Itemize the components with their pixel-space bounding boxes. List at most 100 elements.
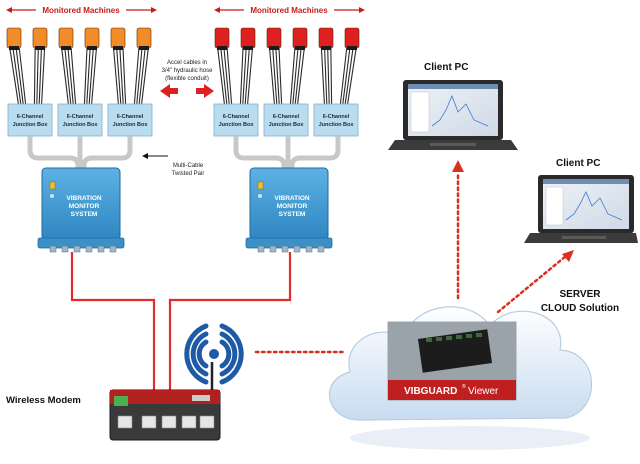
sensor-wire	[112, 43, 119, 105]
sensor-wire	[292, 43, 299, 105]
sensor-wire	[18, 43, 27, 105]
sensor-wire	[91, 43, 98, 105]
vms-right-line-3: SYSTEM	[279, 211, 306, 218]
sensor-wire	[138, 43, 147, 105]
sensor-wire	[278, 43, 283, 105]
sensor-right-6	[344, 27, 360, 49]
sensor-wire	[327, 43, 330, 105]
sensor-wire	[70, 43, 77, 105]
sensor-cap	[61, 46, 71, 50]
accel-note: Accel cables in 3/4" hydraulic hose (fle…	[160, 60, 214, 98]
wired-link	[70, 252, 292, 392]
sensor-wire	[11, 43, 22, 105]
sensor-wire	[119, 43, 124, 105]
sensor-cap	[87, 46, 97, 50]
junction-box-left-1	[7, 103, 53, 137]
sensor-wire	[244, 43, 251, 105]
junction-box-left-2	[57, 103, 103, 137]
sensor-group	[6, 27, 360, 105]
sensor-wire	[223, 43, 230, 105]
junction-label-line-2: Junction Box	[13, 122, 49, 128]
sensor-cap	[35, 46, 45, 50]
sensor-wire	[347, 43, 358, 105]
client-pc-2: Client PC	[524, 158, 638, 243]
sensor-wire	[67, 43, 74, 105]
sensor-wire	[216, 43, 225, 105]
sensor-wire	[83, 43, 88, 105]
sensor-wire	[15, 43, 24, 105]
junction-box-right-1	[213, 103, 259, 137]
vibguard-brand: VIBGUARD	[404, 386, 457, 397]
junction-label-line-1: 6-Channel	[17, 114, 44, 120]
junction-label-line-2: Junction Box	[113, 122, 149, 128]
vms-right-line-1: VIBRATION	[274, 195, 310, 202]
arrow-up-client-2	[562, 250, 574, 262]
sensor-wire	[115, 43, 122, 105]
sensor-right-4	[292, 27, 308, 49]
junction-label-line-1: 6-Channel	[67, 114, 94, 120]
sensor-cap	[321, 46, 331, 50]
sensor-left-1	[6, 27, 22, 49]
multicable-note: Multi-Cable Twisted Pair	[142, 153, 204, 177]
multicable-right	[233, 136, 341, 172]
sensor-right-5	[318, 27, 334, 49]
accel-note-line-1: Accel cables in	[167, 60, 207, 66]
sensor-left-5	[110, 27, 126, 49]
sensor-wire	[141, 43, 150, 105]
sensor-wire	[226, 43, 233, 105]
vms-left-line-3: SYSTEM	[71, 211, 98, 218]
vibguard-reg: ®	[462, 383, 466, 390]
junction-label-line-1: 6-Channel	[323, 114, 350, 120]
sensor-wire	[219, 43, 228, 105]
sensor-wire	[133, 43, 140, 105]
sensor-wire	[330, 43, 333, 105]
server-label-line-2: CLOUD Solution	[541, 303, 619, 314]
sensor-wire	[8, 43, 19, 105]
sensor-right-3	[266, 27, 282, 49]
red-arrow-left	[160, 84, 178, 98]
vms-right: VIBRATION MONITOR SYSTEM	[245, 167, 333, 253]
wireless-modem: Wireless Modem	[6, 362, 221, 441]
server-label: SERVER CLOUD Solution	[541, 289, 619, 314]
junction-box-left-3	[107, 103, 153, 137]
accel-note-line-3: (flexible conduit)	[165, 76, 209, 82]
sensor-wire	[297, 43, 306, 105]
sensor-left-6	[136, 27, 152, 49]
sensor-cap	[217, 46, 227, 50]
server-label-line-1: SERVER	[560, 289, 602, 300]
modem-label: Wireless Modem	[6, 395, 81, 406]
sensor-wire	[136, 43, 143, 105]
sensor-right-1	[214, 27, 230, 49]
arrow-up-client-1	[452, 160, 464, 172]
sensor-wire	[247, 43, 254, 105]
sensor-wire	[88, 43, 95, 105]
junction-label-line-1: 6-Channel	[223, 114, 250, 120]
sensor-cap	[9, 46, 19, 50]
vms-left-line-1: VIBRATION	[66, 195, 102, 202]
junction-label-line-2: Junction Box	[63, 122, 99, 128]
vibguard-box: VIBGUARD ® Viewer	[387, 321, 517, 401]
wireless-links	[254, 170, 568, 354]
sensor-wire	[86, 43, 91, 105]
client-pc-1-label: Client PC	[424, 62, 468, 73]
vms-left: VIBRATION MONITOR SYSTEM	[37, 167, 125, 253]
sensor-cap	[243, 46, 253, 50]
sensor-left-2	[32, 27, 48, 49]
accel-note-line-2: 3/4" hydraulic hose	[162, 68, 213, 74]
junction-box-right-2	[263, 103, 309, 137]
sensor-cap	[139, 46, 149, 50]
sensor-wire	[294, 43, 303, 105]
sensor-cap	[347, 46, 357, 50]
sensor-wire	[242, 43, 247, 105]
sensor-wire	[289, 43, 296, 105]
red-arrow-right	[196, 84, 214, 98]
junction-label-line-1: 6-Channel	[273, 114, 300, 120]
header-left-label: Monitored Machines	[42, 6, 120, 15]
client-pc-1: Client PC	[388, 62, 518, 150]
sensor-wire	[239, 43, 244, 105]
sensor-cap	[113, 46, 123, 50]
sensor-wire	[63, 43, 72, 105]
sensor-left-4	[84, 27, 100, 49]
